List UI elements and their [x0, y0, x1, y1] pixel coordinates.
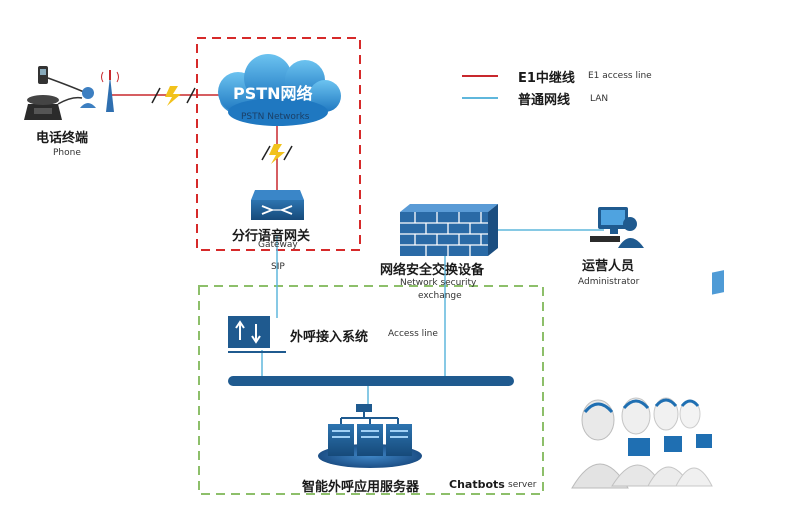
cloud-icon — [218, 54, 341, 126]
firewall-sublabel-1: Network security — [400, 278, 477, 288]
gateway-icon — [251, 190, 304, 220]
agents-image — [561, 270, 729, 492]
server-sublabel-bold: Chatbots — [449, 478, 505, 491]
firewall-sublabel-2: exchange — [418, 291, 462, 301]
admin-icon — [590, 207, 644, 248]
lightning-icon — [261, 144, 293, 164]
firewall-icon — [400, 204, 498, 256]
admin-label: 运营人员 — [582, 259, 635, 274]
server-icon — [318, 404, 422, 468]
gateway-sublabel: Gateway — [258, 240, 298, 250]
firewall-label: 网络安全交换设备 — [380, 263, 485, 278]
access-sublabel: Access line — [388, 329, 438, 339]
legend-e1-label: E1中继线 — [518, 71, 575, 86]
admin-sublabel: Administrator — [578, 277, 640, 287]
legend-lan-label: 普通网线 — [518, 93, 571, 108]
pstn-zone-box — [196, 37, 361, 251]
server-label: 智能外呼应用服务器 — [302, 480, 420, 495]
pstn-title: PSTN网络 — [233, 84, 313, 103]
phone-label: 电话终端 — [36, 131, 89, 146]
legend-lan-sublabel: LAN — [590, 94, 609, 104]
internal-zone-box — [198, 285, 544, 495]
phone-sublabel: Phone — [53, 148, 81, 158]
access-icon — [228, 316, 286, 353]
gateway-label: 分行语音网关 — [232, 229, 311, 244]
lightning-icon — [151, 86, 196, 106]
phone-icon — [24, 66, 96, 120]
access-label: 外呼接入系统 — [290, 330, 369, 345]
pstn-subtitle: PSTN Networks — [241, 112, 310, 122]
lan-bus — [228, 376, 514, 386]
sip-label: SIP — [271, 262, 285, 272]
server-sublabel: server — [508, 480, 537, 490]
antenna-icon — [101, 70, 119, 112]
legend-e1-sublabel: E1 access line — [588, 71, 652, 81]
